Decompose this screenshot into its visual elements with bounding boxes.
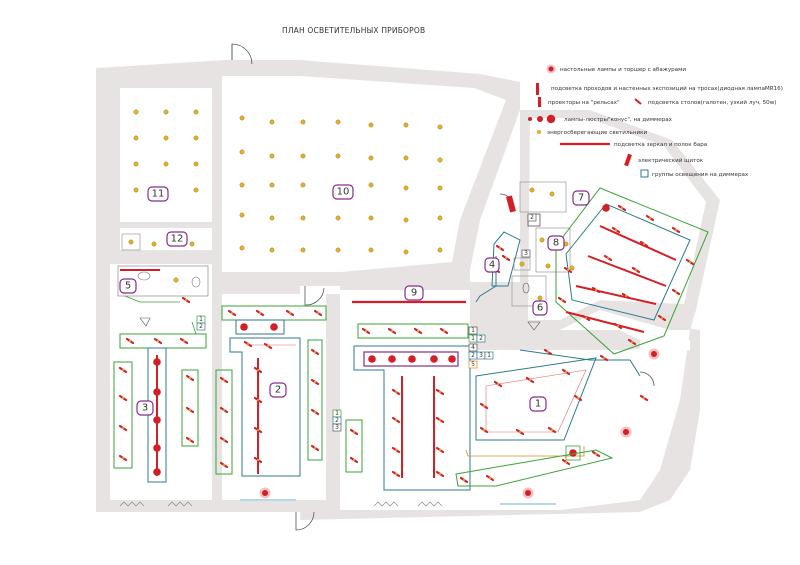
group-label: 2 [471,352,475,359]
legend-text: лампы-люстры"конус", на диммерах [564,117,673,123]
group-label: 1 [199,316,203,323]
room-number-1: 1 [535,399,541,410]
group-label: 3 [524,250,528,257]
dimmer-group-icon [640,169,649,178]
group-label: 2 [335,417,339,424]
room-3-lighting [113,321,207,483]
room-1-lighting [455,348,641,487]
legend-item: группы освещения на диммерах [640,169,749,178]
room-number-7: 7 [578,193,584,204]
legend-item: настольные лампы и торшер с абажурами [546,64,686,74]
group-label: 2 [530,214,534,221]
room-numbers: 1 2 3 4 5 6 7 8 9 10 11 12 [119,184,590,416]
room-2-lighting [215,305,327,477]
legend-item: электрический щиток [624,153,704,167]
legend-text: энергосберегающие светильники [547,130,647,136]
legend-text: проекторы на "рельсах" [548,100,620,106]
group-label: 4 [471,344,475,351]
legend-item: проекторы на "рельсах" [538,97,620,107]
room-number-4: 4 [489,260,495,271]
group-label: 1 [471,335,475,342]
cone-lamp-icon [528,117,532,121]
group-label: 2 [199,323,203,330]
group-label: 3 [335,424,339,431]
room-number-6: 6 [537,303,543,314]
room-number-12: 12 [171,234,184,245]
red-dot-icon [548,66,554,72]
rail-projector-icon [538,97,541,107]
room-number-5: 5 [125,281,131,292]
legend-item: энергосберегающие светильники [537,130,647,136]
room-number-9: 9 [411,288,417,299]
track-spot-icon [536,83,539,95]
legend-item: подсветка зеркал и полок бара [560,142,707,148]
legend-item: лампы-люстры"конус", на диммерах [528,114,673,124]
group-label: 3 [479,352,483,359]
legend-item: подсветка проходов и настенных экспозици… [536,83,783,95]
legend: настольные лампы и торшер с абажурами по… [528,64,783,178]
group-label: 1 [471,327,475,334]
legend-text: электрический щиток [638,157,704,164]
room-12-washroom [121,233,195,251]
legend-text: группы освещения на диммерах [652,172,749,178]
group-label: 1 [487,352,491,359]
legend-item: подсветка столов(галотен, узкий луч, 50w… [634,98,776,106]
room-number-10: 10 [337,187,350,198]
dimmer-group-labels: 1 2 1 2 3 4 5 1 1 2 2 3 1 2 3 [196,213,537,432]
legend-text: подсветка столов(галотен, узкий луч, 50w… [648,99,776,106]
energy-saving-icon [537,130,541,134]
electric-panel-icon [624,153,632,167]
room-5-bathroom [117,265,209,327]
group-label: 2 [479,335,483,342]
legend-text: настольные лампы и торшер с абажурами [560,67,686,73]
room-number-8: 8 [553,238,559,249]
room-number-2: 2 [275,385,281,396]
table-spot-icon [634,98,642,105]
plan-title: ПЛАН ОСВЕТИТЕЛЬНЫХ ПРИБОРОВ [282,26,426,35]
window-marks [119,499,556,507]
legend-text: подсветка зеркал и полок бара [614,142,707,148]
legend-text: подсветка проходов и настенных экспозици… [551,85,783,92]
group-label: 5 [471,361,475,368]
room-number-11: 11 [152,189,165,200]
room-number-3: 3 [142,403,148,414]
group-label: 1 [335,410,339,417]
